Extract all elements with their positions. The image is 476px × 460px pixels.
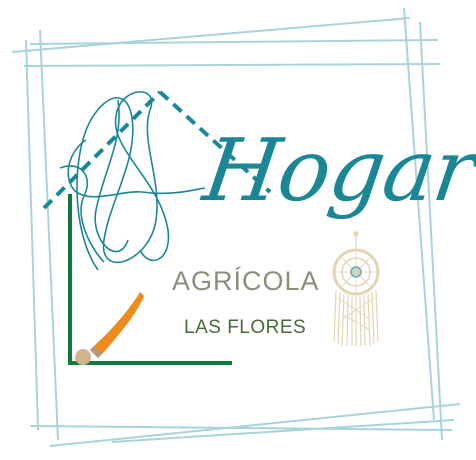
house-walls [68, 194, 232, 365]
roof-dashes [42, 90, 272, 210]
dreamcatcher-icon [332, 231, 380, 347]
logo-word-agricola: AGRÍCOLA [172, 266, 320, 296]
logo-word-las-flores: LAS FLORES [184, 317, 307, 338]
script-loops [59, 91, 206, 271]
sketch-frame [11, 7, 461, 447]
logo-word-hogar: Hogar [197, 121, 476, 221]
paintbrush-icon [75, 292, 144, 365]
